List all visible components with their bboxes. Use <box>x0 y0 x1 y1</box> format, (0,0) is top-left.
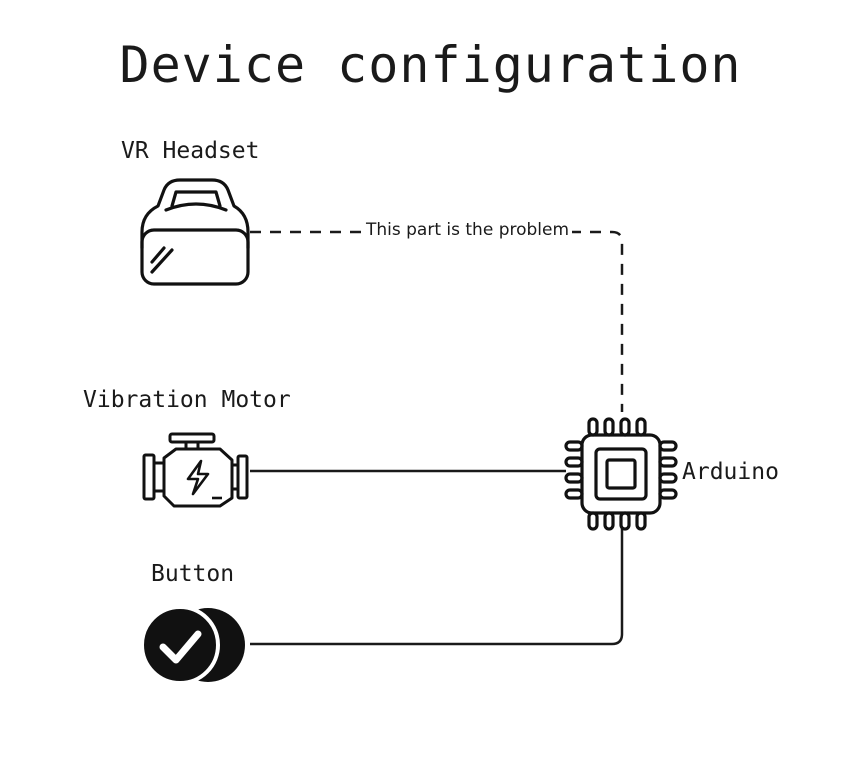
edge-button-to-arduino <box>250 527 624 646</box>
vr-headset-icon <box>140 178 250 286</box>
edge-vr-to-arduino <box>250 230 624 412</box>
node-label-vibration-motor: Vibration Motor <box>83 387 291 413</box>
edge-label-problem: This part is the problem <box>363 220 573 240</box>
node-label-vr-headset: VR Headset <box>121 138 260 164</box>
node-label-arduino: Arduino <box>682 459 779 485</box>
engine-motor-icon <box>142 432 249 508</box>
node-label-button: Button <box>151 561 235 587</box>
microchip-icon <box>564 417 678 531</box>
page-title: Device configuration <box>119 36 742 94</box>
check-button-icon <box>140 605 245 685</box>
